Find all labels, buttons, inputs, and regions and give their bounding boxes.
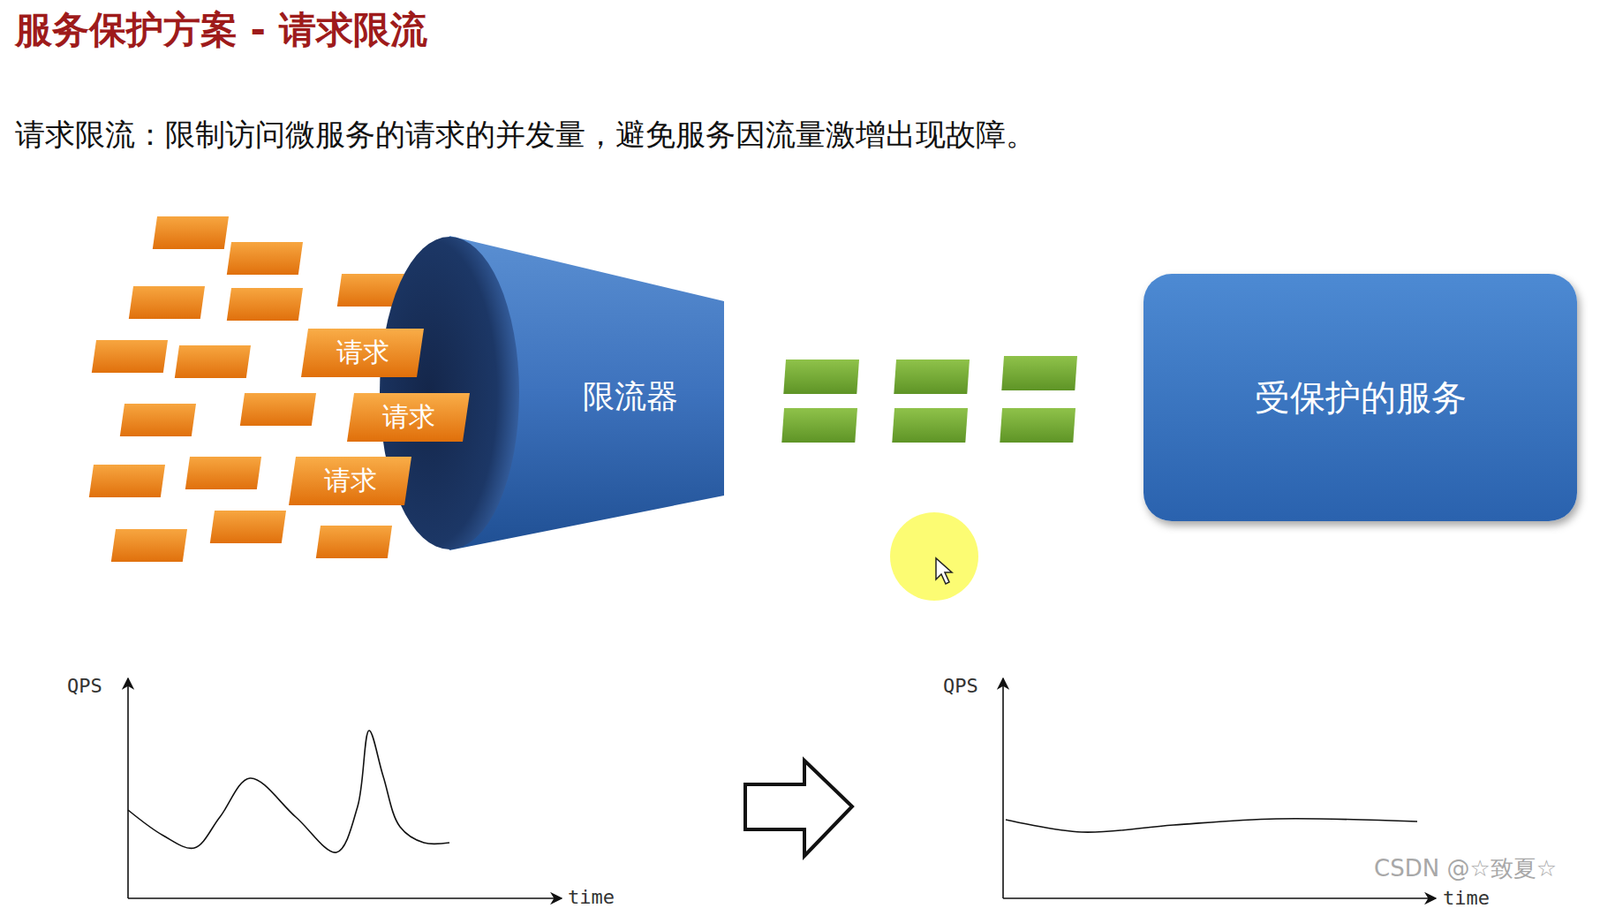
node-label: 限流器 xyxy=(546,375,715,419)
request-blocks xyxy=(89,216,414,562)
node-label: 受保护的服务 xyxy=(1254,373,1467,423)
node-label: 请求 xyxy=(324,462,378,499)
cursor-highlight xyxy=(890,512,979,601)
qps-curves xyxy=(128,730,1418,853)
request-block: 请求 xyxy=(347,392,470,442)
request-block: 请求 xyxy=(288,456,412,506)
chart-axes xyxy=(128,678,1436,899)
passed-requests xyxy=(781,355,1078,443)
service-box: 受保护的服务 xyxy=(1143,273,1578,521)
watermark: CSDN @☆致夏☆ xyxy=(1373,852,1557,884)
request-block: 请求 xyxy=(301,328,424,378)
axis-label: time xyxy=(567,885,615,908)
transition-arrow xyxy=(745,760,853,856)
axis-label: QPS xyxy=(943,674,979,697)
axis-label: time xyxy=(1442,886,1490,909)
node-label: 请求 xyxy=(382,399,436,436)
qps-curve xyxy=(128,730,450,853)
node-label: 请求 xyxy=(336,334,390,371)
page-title: 服务保护方案 - 请求限流 xyxy=(15,5,428,55)
axis-label: QPS xyxy=(67,674,103,697)
qps-curve xyxy=(1005,818,1418,832)
intro-text: 请求限流：限制访问微服务的请求的并发量，避免服务因流量激增出现故障。 xyxy=(15,114,1036,156)
